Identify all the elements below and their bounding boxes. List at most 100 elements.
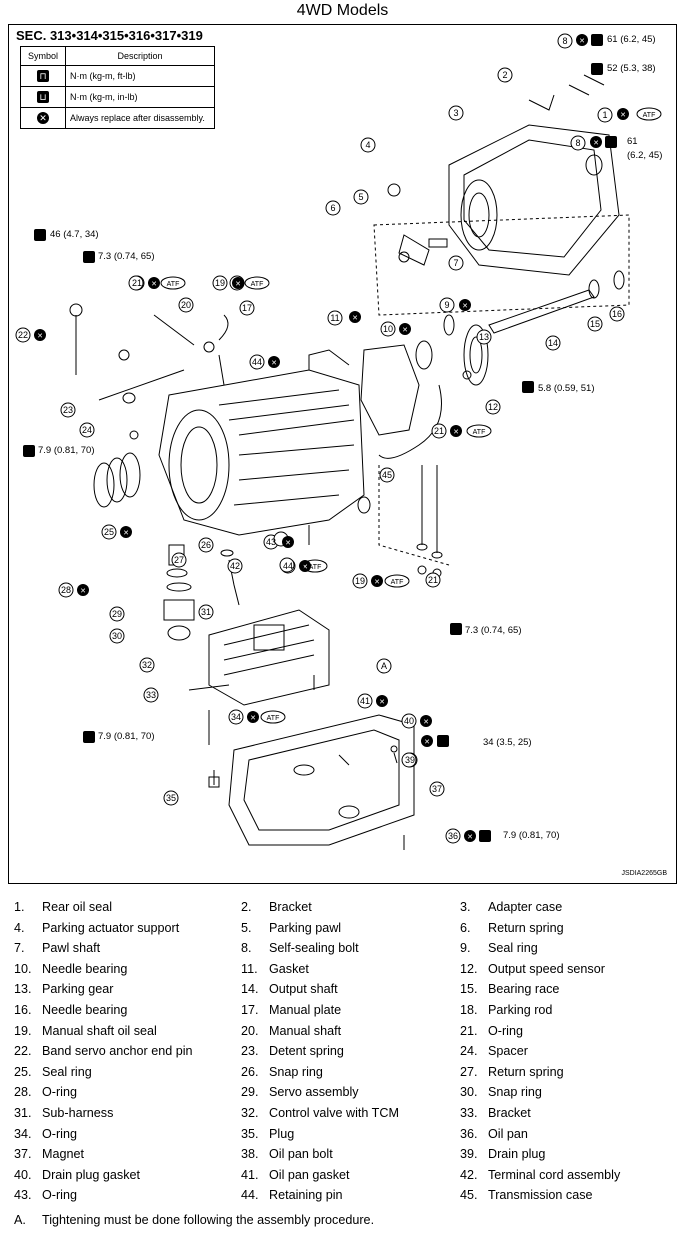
part-name: Return spring xyxy=(488,1064,564,1079)
part-name: Sub-harness xyxy=(42,1105,114,1120)
svg-text:13: 13 xyxy=(479,332,489,342)
symbol-desc: N·m (kg-m, ft-lb) xyxy=(65,65,215,87)
svg-text:ATF: ATF xyxy=(473,429,486,436)
svg-text:✕: ✕ xyxy=(235,281,241,288)
part-name: Manual plate xyxy=(269,1002,342,1017)
part-name: Return spring xyxy=(488,920,564,935)
svg-text:14: 14 xyxy=(548,338,558,348)
legend-row: 4.Parking actuator support 5.Parking paw… xyxy=(14,921,674,942)
svg-text:10: 10 xyxy=(383,324,393,334)
torque-callout: 5.8 (0.59, 51) xyxy=(538,383,595,394)
svg-text:21: 21 xyxy=(434,426,444,436)
part-number: 44. xyxy=(241,1188,259,1203)
part-number: 39. xyxy=(460,1147,478,1162)
speed-sensor-cable xyxy=(378,384,442,459)
part-number: 2. xyxy=(241,900,252,914)
svg-text:19: 19 xyxy=(355,576,365,586)
svg-text:✕: ✕ xyxy=(579,38,585,45)
svg-text:7: 7 xyxy=(453,258,458,268)
svg-text:23: 23 xyxy=(63,405,73,415)
legend-row: 28.O-ring 29.Servo assembly 30.Snap ring xyxy=(14,1085,674,1106)
svg-text:25: 25 xyxy=(104,527,114,537)
part-name: Retaining pin xyxy=(269,1188,343,1203)
svg-text:35: 35 xyxy=(166,793,176,803)
part-number: 7. xyxy=(14,941,25,956)
part-name: Parking rod xyxy=(488,1002,553,1017)
part-number: 40. xyxy=(14,1167,32,1182)
part-number: 45. xyxy=(460,1188,478,1203)
svg-text:31: 31 xyxy=(201,607,211,617)
svg-text:✕: ✕ xyxy=(250,715,256,722)
part-name: Gasket xyxy=(269,961,309,976)
parts-legend: 1.Rear oil seal 2.Bracket 3.Adapter case… xyxy=(14,900,674,1209)
svg-text:27: 27 xyxy=(174,555,184,565)
part-number: 43. xyxy=(14,1188,32,1203)
part-number: 14. xyxy=(241,982,259,997)
part-name: Transmission case xyxy=(488,1188,593,1203)
part-number: 29. xyxy=(241,1085,259,1100)
svg-text:26: 26 xyxy=(201,540,211,550)
symbol-desc: Always replace after disassembly. xyxy=(65,107,215,129)
svg-text:A: A xyxy=(381,661,387,671)
part-name: O-ring xyxy=(42,1126,77,1141)
section-label: SEC. 313•314•315•316•317•319 xyxy=(16,28,203,43)
legend-row: 22.Band servo anchor end pin 23.Detent s… xyxy=(14,1044,674,1065)
part-name: O-ring xyxy=(42,1085,77,1100)
part-name: Output shaft xyxy=(269,982,338,997)
output-shaft-drawing xyxy=(415,270,625,386)
svg-text:✕: ✕ xyxy=(271,360,277,367)
part-number: 9. xyxy=(460,941,471,956)
part-number: 18. xyxy=(460,1002,478,1017)
part-name: Bracket xyxy=(488,1105,531,1120)
svg-text:34: 34 xyxy=(231,712,241,722)
torque-callout: 61 (6.2, 45) xyxy=(607,34,656,45)
svg-text:24: 24 xyxy=(82,425,92,435)
svg-text:1: 1 xyxy=(602,110,607,120)
adapter-case-drawing xyxy=(373,74,630,316)
torque-callout: 46 (4.7, 34) xyxy=(50,229,99,240)
svg-text:✕: ✕ xyxy=(374,579,380,586)
part-number: 37. xyxy=(14,1147,32,1162)
symbol-desc: N·m (kg-m, in-lb) xyxy=(65,86,215,108)
symbol-header: Symbol xyxy=(20,46,66,66)
svg-text:✕: ✕ xyxy=(37,333,43,340)
svg-text:ATF: ATF xyxy=(391,579,404,586)
torque-callout: 7.9 (0.81, 70) xyxy=(98,731,155,742)
part-name: Terminal cord assembly xyxy=(488,1167,621,1182)
svg-text:✕: ✕ xyxy=(123,530,129,537)
svg-text:22: 22 xyxy=(18,330,28,340)
part-name: Servo assembly xyxy=(269,1085,359,1100)
part-number: 26. xyxy=(241,1064,259,1079)
svg-text:32: 32 xyxy=(142,660,152,670)
part-number: 32. xyxy=(241,1105,259,1120)
svg-text:29: 29 xyxy=(112,609,122,619)
svg-text:37: 37 xyxy=(432,784,442,794)
part-name: Bracket xyxy=(269,900,312,914)
legend-row: 1.Rear oil seal 2.Bracket 3.Adapter case xyxy=(14,900,674,921)
part-number: 12. xyxy=(460,961,478,976)
part-number: 30. xyxy=(460,1085,478,1100)
part-name: Detent spring xyxy=(269,1044,344,1059)
part-number: 41. xyxy=(241,1167,259,1182)
svg-text:21: 21 xyxy=(428,575,438,585)
svg-text:✕: ✕ xyxy=(462,303,468,310)
part-name: Needle bearing xyxy=(42,961,128,976)
part-number: 24. xyxy=(460,1044,478,1059)
symbol-table: Symbol Description ⊓ N·m (kg-m, ft-lb) ⊔… xyxy=(20,46,215,129)
part-number: 11. xyxy=(241,961,258,976)
svg-text:44: 44 xyxy=(252,357,262,367)
control-valve-drawing xyxy=(208,609,330,706)
part-number: 31. xyxy=(14,1105,32,1120)
torque-callout: 7.3 (0.74, 65) xyxy=(98,251,155,262)
part-name: Oil pan bolt xyxy=(269,1147,333,1162)
legend-row: 31.Sub-harness 32.Control valve with TCM… xyxy=(14,1106,674,1127)
part-name: Self-sealing bolt xyxy=(269,941,359,956)
svg-text:✕: ✕ xyxy=(352,315,358,322)
part-number: 25. xyxy=(14,1064,32,1079)
legend-row: 13.Parking gear 14.Output shaft 15.Beari… xyxy=(14,982,674,1003)
seal-ring-drawing xyxy=(93,462,115,508)
svg-text:41: 41 xyxy=(360,696,370,706)
part-number: 38. xyxy=(241,1147,259,1162)
torque-callout: 52 (5.3, 38) xyxy=(607,63,656,74)
svg-text:✕: ✕ xyxy=(593,140,599,147)
